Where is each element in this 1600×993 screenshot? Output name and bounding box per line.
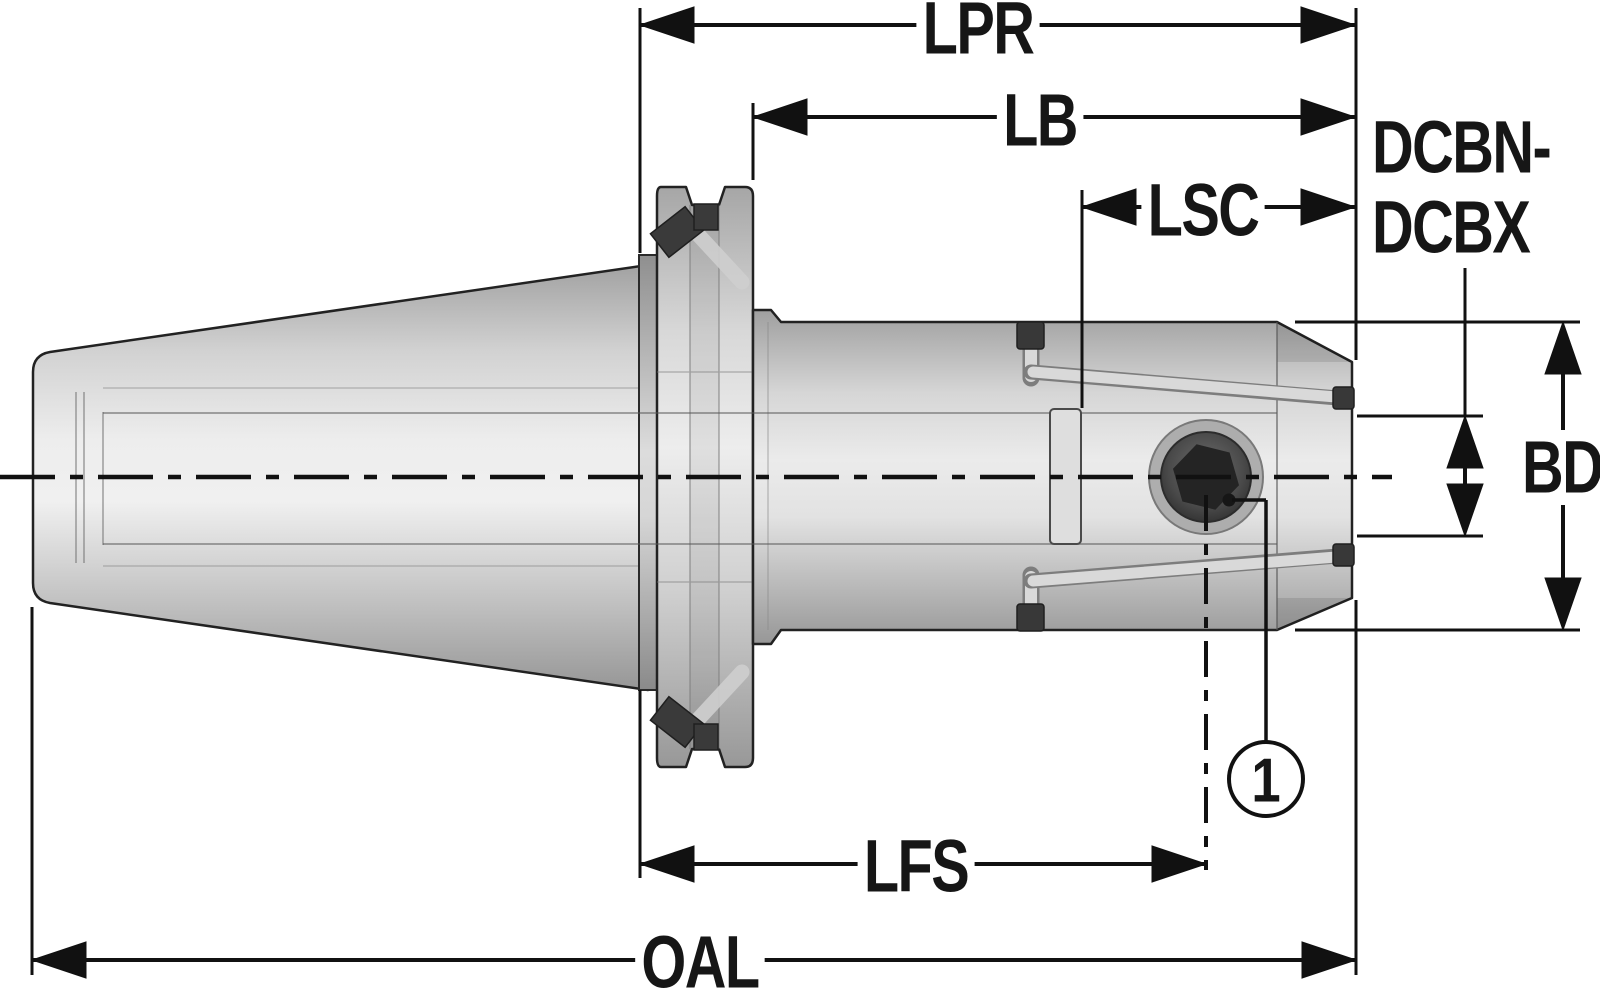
coolant-plug-icon [1016,603,1045,632]
coolant-nose-plug-icon [1332,543,1355,567]
arrowhead-right-icon [1300,188,1357,226]
dim-label-bd: BD [1522,425,1600,509]
dim-label-lsc: LSC [1141,165,1265,255]
arrowhead-left-icon [638,845,695,883]
dim-dcbn-dcbx [1357,268,1484,538]
coolant-exit-dot [1222,493,1236,507]
arrowhead-up-icon [1446,414,1484,469]
arrowhead-left-icon [638,6,695,44]
arrowhead-up-icon [1544,320,1582,375]
arrowhead-right-icon [1151,845,1208,883]
dim-label-dcbx: DCBX [1372,185,1531,269]
dim-label-lb: LB [996,75,1084,165]
callout-label-1: 1 [1251,746,1281,816]
dim-label-dcbn: DCBN- [1372,105,1552,189]
arrowhead-right-icon [1300,6,1357,44]
coolant-nose-plug-icon [1332,386,1355,410]
nose-chamfer-bottom [1277,598,1352,630]
arrowhead-right-icon [1300,98,1357,136]
arrowhead-left-icon [751,98,808,136]
coolant-channel-bottom [1016,543,1355,632]
arrowhead-down-icon [1544,577,1582,632]
dim-label-oal: OAL [635,917,765,993]
drive-key-top [649,203,750,290]
dim-bd [1295,320,1582,632]
arrowhead-right-icon [1301,941,1358,979]
callout-circle-icon [1227,740,1305,818]
drive-slot-cylinder-icon [684,220,750,290]
coolant-plug-icon [1016,321,1045,350]
drive-key-bottom [649,664,750,751]
arrowhead-left-icon [1080,188,1137,226]
dim-label-lfs: LFS [857,821,975,911]
drive-slot-cylinder-icon [684,664,750,734]
arrowhead-down-icon [1446,483,1484,538]
dimension-lines [30,6,1582,979]
nose-chamfer-top [1277,322,1352,362]
callout-1-leader [1227,498,1305,818]
arrowhead-left-icon [30,941,87,979]
dim-label-lpr: LPR [916,0,1040,73]
